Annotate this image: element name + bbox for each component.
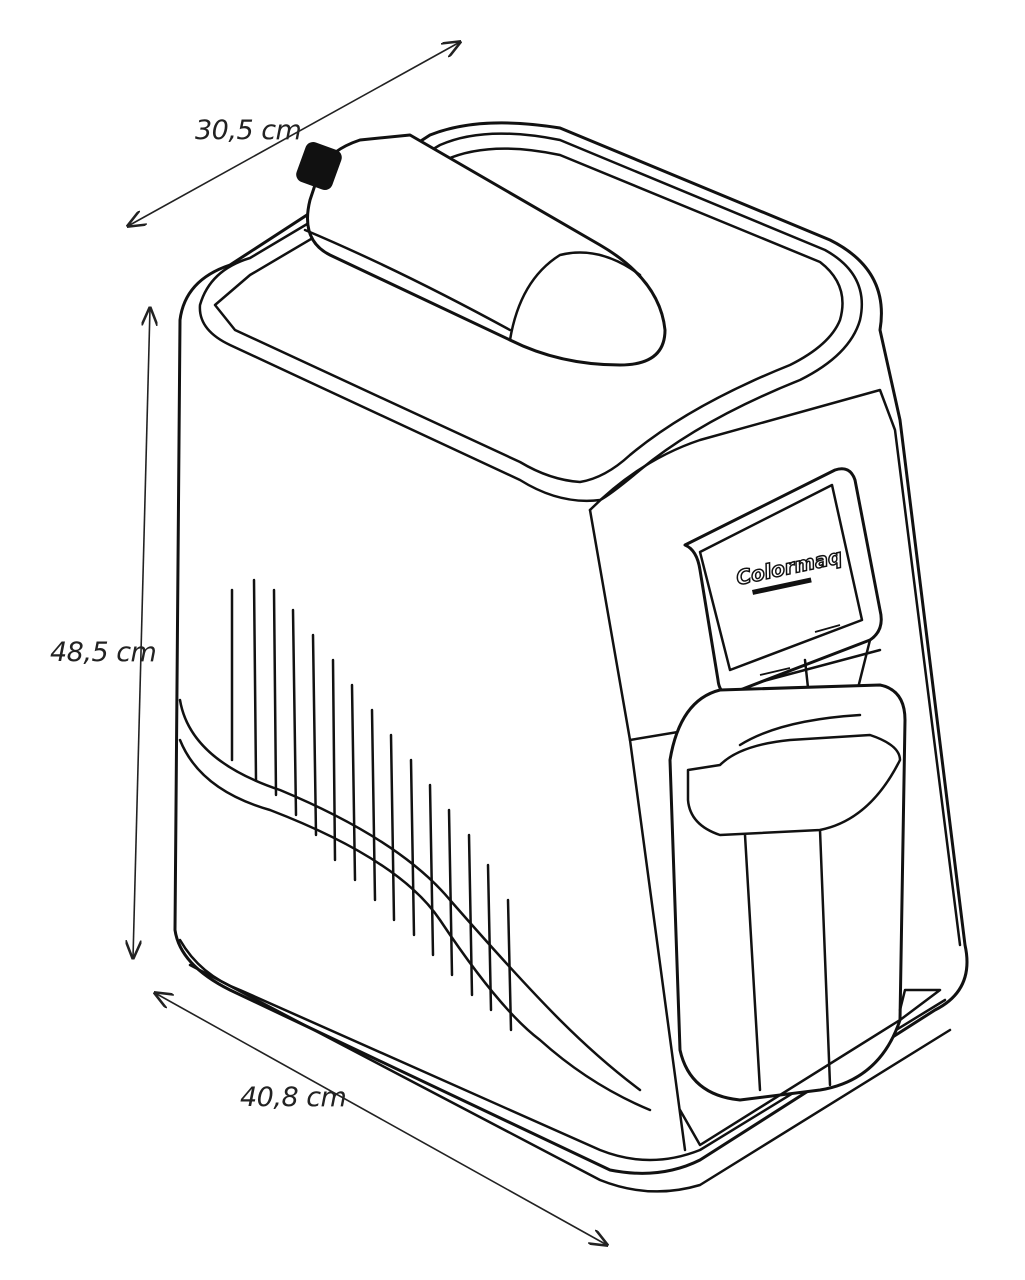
vent-slots	[230, 578, 513, 1032]
width-label: 40,8 cm	[240, 1082, 347, 1113]
height-label: 48,5 cm	[50, 637, 157, 668]
depth-label: 30,5 cm	[195, 115, 302, 146]
height-arrow	[133, 308, 150, 958]
width-arrow	[155, 993, 607, 1245]
depth-arrow	[128, 42, 460, 226]
purifier-body: Colormaq	[173, 121, 969, 1193]
bottle-cap	[296, 142, 342, 190]
